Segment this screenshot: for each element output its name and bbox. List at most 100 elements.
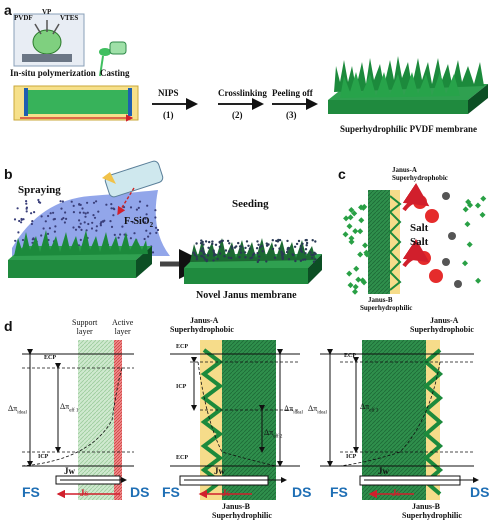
panel-c-salt-ions bbox=[402, 182, 462, 288]
spray-particle bbox=[14, 239, 17, 242]
seeded-particle bbox=[239, 248, 242, 251]
d2-delta-eff-subscript: eff 2 bbox=[273, 434, 283, 440]
d3-icp: ICP bbox=[346, 454, 357, 460]
spray-particle bbox=[37, 198, 40, 202]
spray-particle bbox=[80, 228, 83, 231]
panel-d-label: d bbox=[4, 318, 13, 334]
seeded-particle bbox=[297, 239, 301, 243]
water-molecule bbox=[357, 228, 364, 235]
seeded-particle bbox=[256, 260, 259, 264]
seeded-particle bbox=[299, 259, 303, 262]
d3-ecp: ECP bbox=[344, 353, 356, 359]
seeded-particle bbox=[301, 242, 304, 245]
seeded-particle bbox=[204, 240, 208, 243]
seeded-particle bbox=[265, 242, 268, 245]
seeded-particle bbox=[200, 255, 203, 258]
spray-particle bbox=[37, 200, 41, 204]
spray-particle bbox=[40, 234, 43, 237]
seeded-particle bbox=[202, 243, 205, 246]
seeded-particle bbox=[205, 259, 208, 263]
water-molecule bbox=[342, 231, 349, 238]
d3-js: Js bbox=[392, 488, 401, 498]
d3-janus-a: Janus-A bbox=[430, 316, 459, 325]
pvdf-membrane-caption: Superhydrophilic PVDF membrane bbox=[340, 124, 478, 134]
seeded-particle bbox=[228, 242, 231, 245]
spray-particle bbox=[84, 215, 87, 218]
spray-particle bbox=[146, 204, 149, 207]
casting-label: Casting bbox=[100, 68, 130, 78]
seeded-particle bbox=[212, 259, 215, 262]
seeded-particle bbox=[207, 246, 210, 249]
spray-particle bbox=[87, 222, 90, 226]
spray-particle bbox=[133, 232, 136, 235]
spray-particle bbox=[103, 219, 106, 222]
d3-diagram bbox=[320, 340, 479, 500]
seeded-particle bbox=[227, 250, 231, 253]
seeded-particle bbox=[244, 256, 247, 259]
spray-particle bbox=[33, 211, 36, 214]
panel-a-label: a bbox=[4, 2, 12, 18]
seeded-particle bbox=[212, 254, 216, 257]
spray-particle bbox=[21, 238, 25, 242]
seeded-particle bbox=[301, 258, 305, 261]
water-molecule bbox=[348, 235, 355, 242]
d1-jw: Jw bbox=[64, 466, 75, 476]
d1-delta-ideal: Δπideal bbox=[8, 404, 27, 416]
spray-particle bbox=[119, 233, 122, 236]
spray-particle bbox=[48, 227, 52, 230]
water-molecule bbox=[462, 260, 469, 267]
seeded-particle bbox=[218, 245, 221, 248]
spray-particle bbox=[72, 211, 75, 214]
spray-particle bbox=[79, 238, 82, 241]
spray-particle bbox=[145, 229, 148, 232]
d2-delta-ideal-symbol: Δπ bbox=[284, 404, 294, 413]
seeded-particle bbox=[216, 257, 219, 261]
spray-particle bbox=[20, 221, 23, 224]
spray-particle bbox=[129, 206, 133, 209]
membrane-tufts-a bbox=[334, 56, 484, 98]
spray-particle bbox=[78, 219, 81, 222]
seeded-particle bbox=[192, 251, 195, 254]
c-salt-1: Salt bbox=[410, 222, 429, 234]
step-3-num: (3) bbox=[286, 110, 297, 120]
spray-particle bbox=[63, 221, 66, 224]
chem-pvdf: PVDF bbox=[14, 14, 33, 22]
step-1-name: NIPS bbox=[158, 88, 179, 98]
seeded-particle bbox=[291, 253, 294, 256]
d1-delta-ideal-symbol: Δπ bbox=[8, 404, 18, 413]
spray-particle bbox=[47, 214, 50, 218]
seeded-particle bbox=[286, 239, 289, 243]
panel-c-label: c bbox=[338, 166, 346, 182]
seeded-particle bbox=[201, 250, 204, 253]
seeded-particle bbox=[245, 240, 249, 243]
spray-particle bbox=[16, 207, 19, 210]
spraying-label: Spraying bbox=[18, 184, 61, 196]
seeded-particle bbox=[274, 244, 277, 247]
seeded-particle bbox=[271, 239, 274, 242]
water-molecule bbox=[355, 276, 362, 283]
seeded-particle bbox=[271, 247, 275, 251]
seeded-particle bbox=[304, 258, 307, 261]
panel-c-membrane bbox=[368, 190, 402, 294]
spray-particle bbox=[99, 224, 102, 227]
seeded-particle bbox=[203, 252, 206, 256]
seeded-particle bbox=[238, 256, 241, 259]
spray-particle bbox=[92, 214, 95, 217]
spray-particle bbox=[78, 203, 81, 206]
seeded-particle bbox=[310, 253, 313, 256]
d2-icp: ICP bbox=[176, 384, 187, 390]
seeded-particle bbox=[278, 247, 281, 250]
water-molecule bbox=[346, 270, 353, 277]
d2-delta-eff: Δπeff 2 bbox=[264, 428, 282, 440]
d1-fs: FS bbox=[22, 484, 40, 500]
d3-janus-b: Janus-B bbox=[412, 502, 441, 511]
spray-particle bbox=[95, 225, 98, 228]
d1-delta-eff-subscript: eff 1 bbox=[69, 408, 79, 414]
seeded-particle bbox=[304, 252, 307, 255]
seeded-particle bbox=[224, 249, 228, 252]
spray-particle bbox=[59, 200, 62, 203]
spray-particle bbox=[129, 237, 132, 240]
water-molecule bbox=[352, 288, 359, 295]
d3-delta-ideal-symbol: Δπ bbox=[308, 404, 318, 413]
water-molecule bbox=[362, 242, 369, 249]
